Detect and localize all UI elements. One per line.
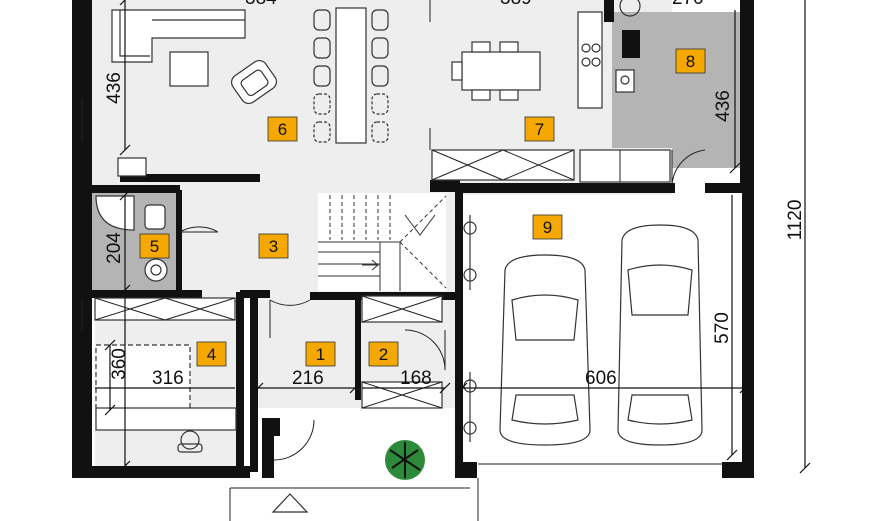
dim-bath-height: 204 [104,232,125,264]
wall-bath-top [92,185,180,193]
room-tag-7: 7 [524,116,555,142]
wall-counter [120,174,260,182]
svg-text:4: 4 [207,345,216,364]
wall-bath-right [176,190,182,290]
dim-top-left: 384 [245,0,277,9]
room-tag-8: 8 [675,48,706,74]
coffee-table [169,51,209,87]
dim-garage-width: 606 [585,368,617,389]
wall-garage-left [455,192,463,474]
desk [95,407,237,431]
room-tag-6: 6 [267,116,298,142]
room-tag-5: 5 [139,233,170,259]
wall-bottom-garage-2 [722,462,754,478]
entrance-arrow-icon [271,493,309,513]
wall-left [72,0,92,478]
wall-mid-left [92,290,202,298]
wall-garage-top [455,183,675,193]
kitchen-cabinets [431,149,575,181]
room-tag-1: 1 [305,341,336,367]
boiler [619,0,641,17]
bicycle-top [463,215,477,290]
floor-fill-utility [612,12,740,168]
kitchen-chairs [451,41,519,101]
wall-garage-top-2 [705,183,750,193]
utility-counter [579,149,671,183]
svg-text:3: 3 [269,237,278,256]
vanity [117,157,147,177]
svg-text:6: 6 [278,120,287,139]
dining-chairs [313,9,389,143]
svg-text:8: 8 [686,52,695,71]
dim-top-mid: 389 [500,0,532,9]
room-tag-4: 4 [196,341,227,367]
wall-garage-right [742,185,754,478]
sofa-inner [119,10,150,57]
wall-right [740,0,754,192]
armchair [230,59,278,105]
svg-text:7: 7 [535,120,544,139]
wall-entrance-sq [262,418,280,436]
wall-room1-left [250,292,258,472]
wall-bottom-left [72,466,250,478]
bicycle-bottom [463,372,477,442]
car-left [499,254,591,446]
office-chair [177,430,203,453]
dim-total-depth: 1120 [785,200,806,241]
staircase [318,193,447,291]
toilet [144,204,166,230]
wall-pillar [622,30,640,58]
dim-room4-width: 316 [152,368,184,389]
room-tag-9: 9 [532,214,563,240]
dining-table [335,7,367,144]
wardrobe-room4 [94,297,236,321]
dim-top-right: 270 [672,0,704,9]
dim-kitchen-height: 436 [713,90,734,122]
svg-text:5: 5 [150,237,159,256]
bed [95,344,191,412]
dim-garage-depth: 570 [712,312,733,344]
room-tag-2: 2 [368,341,399,367]
svg-text:9: 9 [543,218,552,237]
dim-room2-width: 168 [400,368,432,389]
svg-text:1: 1 [316,345,325,364]
kitchen-table [461,51,541,91]
dim-room4-depth: 360 [109,348,130,380]
svg-text:2: 2 [379,345,388,364]
utility-sink [615,69,635,93]
car-right [617,224,703,446]
dim-room1-width: 216 [292,368,324,389]
wall-kitchen-bottom [430,180,460,192]
wall-room2-left [355,300,361,400]
dim-living-height: 436 [104,72,125,104]
sofa [111,9,246,63]
dimension-lines [95,0,811,474]
wall-room4-right [236,292,244,472]
room-tag-3: 3 [258,233,289,259]
wall-kitchen-right [604,0,614,22]
washbasin [144,258,168,282]
